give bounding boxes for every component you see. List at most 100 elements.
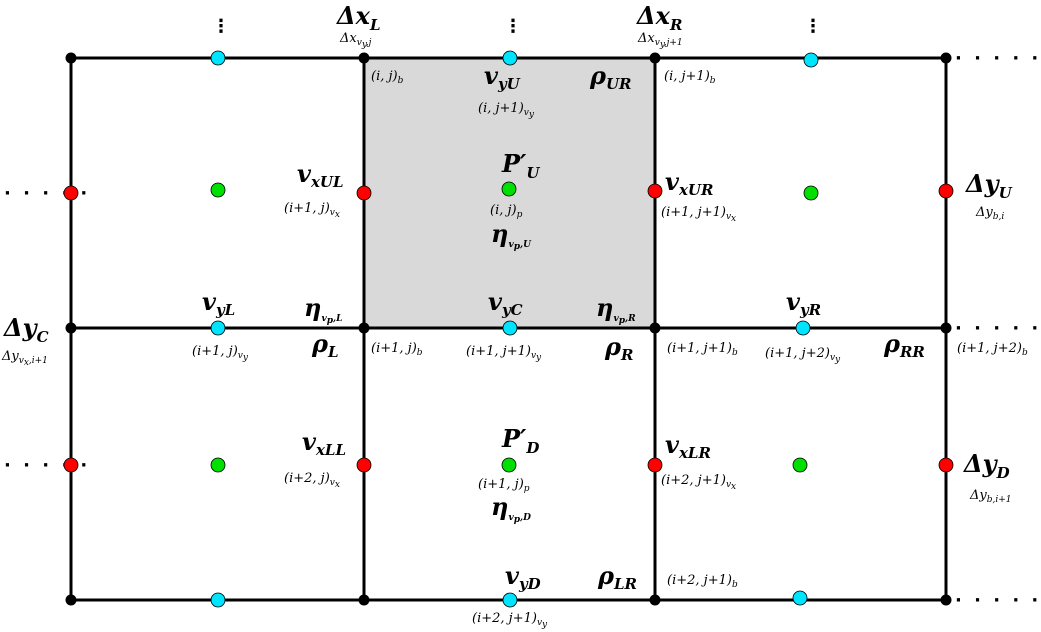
- node-black: [65, 322, 77, 334]
- vxLR-label: vxLR (i+2, j+1)vx: [661, 430, 736, 492]
- node-p: [501, 457, 517, 473]
- node-p: [210, 182, 226, 198]
- svg-text:vxUL: vxUL: [297, 159, 344, 191]
- svg-text:(i, j+1)vy: (i, j+1)vy: [478, 101, 535, 120]
- svg-text:Δyvx,i+1: Δyvx,i+1: [1, 349, 48, 368]
- node-vy: [210, 320, 226, 336]
- node-p: [803, 185, 819, 201]
- node-black: [358, 322, 370, 334]
- dx-R-label: ΔxR Δxvy,j+1: [636, 1, 683, 50]
- node-black: [358, 52, 370, 64]
- vy-nodes: [210, 50, 819, 608]
- svg-text:ΔxL: ΔxL: [336, 1, 380, 34]
- node-black: [65, 52, 77, 64]
- vxUL-label: vxUL (i+1, j)vx: [284, 159, 344, 220]
- rhoL-label: ρL: [311, 329, 339, 361]
- node-black: [649, 52, 661, 64]
- svg-text:ηvp,U: ηvp,U: [491, 219, 532, 252]
- svg-text:ρRR: ρRR: [883, 329, 925, 361]
- svg-text:(i+2, j+1)vx: (i+2, j+1)vx: [661, 473, 736, 492]
- ellipsis-right-middle: · · · · ·: [955, 318, 1041, 339]
- svg-text:(i+1, j+2)vy: (i+1, j+2)vy: [765, 346, 841, 365]
- b-index-i1j1: (i+1, j+1)b: [667, 341, 738, 358]
- svg-text:Δxvy,j+1: Δxvy,j+1: [637, 31, 683, 50]
- node-vx: [647, 183, 663, 199]
- svg-text:vyL: vyL: [202, 287, 235, 319]
- svg-text:vyR: vyR: [786, 287, 821, 319]
- node-black: [649, 322, 661, 334]
- node-vy: [803, 52, 819, 68]
- node-vy: [502, 592, 518, 608]
- svg-text:(i, j)p: (i, j)p: [490, 203, 523, 220]
- svg-text:(i+1, j+1)vy: (i+1, j+1)vy: [466, 344, 542, 363]
- node-vx: [356, 185, 372, 201]
- dy-U-label: ΔyU Δyb,i: [965, 169, 1013, 222]
- etaL-label: ηvp,L: [304, 293, 342, 326]
- svg-text:ΔyC: ΔyC: [3, 313, 49, 346]
- rhoUR-label: ρUR: [589, 61, 632, 93]
- node-black: [649, 594, 661, 606]
- svg-text:vyC: vyC: [488, 287, 523, 319]
- svg-text:(i+2, j)vx: (i+2, j)vx: [284, 471, 340, 490]
- b-index-ij: (i, j)b: [371, 69, 404, 86]
- svg-text:(i, j)b: (i, j)b: [371, 69, 404, 86]
- svg-text:(i+1, j)vy: (i+1, j)vy: [192, 344, 249, 363]
- svg-text:ρR: ρR: [604, 332, 633, 364]
- svg-text:(i+1, j)vx: (i+1, j)vx: [284, 201, 340, 220]
- svg-text:ΔxR: ΔxR: [636, 1, 682, 34]
- node-vx: [356, 457, 372, 473]
- svg-text:ηvp,D: ηvp,D: [491, 492, 531, 525]
- svg-text:ρLR: ρLR: [597, 561, 637, 593]
- node-p: [501, 181, 517, 197]
- rhoR-label: ρR: [604, 332, 633, 364]
- etaR-label: ηvp,R: [596, 293, 636, 326]
- svg-text:vxLR: vxLR: [665, 430, 711, 462]
- svg-text:(i+1, j+1)b: (i+1, j+1)b: [667, 341, 738, 358]
- svg-text:vxUR: vxUR: [665, 167, 713, 199]
- node-black: [65, 594, 77, 606]
- ellipsis-right-top: · · · · ·: [955, 48, 1041, 69]
- vyR-label: vyR (i+1, j+2)vy: [765, 287, 841, 365]
- node-vy: [502, 50, 518, 66]
- PU-label: P′U (i, j)p: [490, 149, 540, 220]
- vyC-label: vyC (i+1, j+1)vy: [466, 287, 542, 363]
- b-index-i1j: (i+1, j)b: [371, 341, 423, 358]
- vyD-label: vyD (i+2, j+1)vy: [472, 561, 548, 630]
- svg-text:Δyb,i+1: Δyb,i+1: [969, 488, 1012, 505]
- svg-text:ηvp,L: ηvp,L: [304, 293, 342, 326]
- pressure-nodes: [210, 181, 819, 473]
- ellipsis-top-middle: ⋮: [504, 16, 522, 37]
- rhoLR-label: ρLR: [597, 561, 637, 593]
- svg-text:(i, j+1)b: (i, j+1)b: [664, 69, 716, 86]
- svg-text:(i+2, j+1)b: (i+2, j+1)b: [667, 573, 738, 590]
- PD-label: P′D (i+1, j)p: [478, 424, 539, 494]
- node-vx: [938, 457, 954, 473]
- svg-text:vxLL: vxLL: [302, 427, 346, 459]
- svg-text:ΔyU: ΔyU: [965, 169, 1013, 202]
- node-black: [940, 322, 952, 334]
- etaU-label: ηvp,U: [491, 219, 532, 252]
- node-vx: [647, 457, 663, 473]
- svg-text:(i+1, j)b: (i+1, j)b: [371, 341, 423, 358]
- svg-text:(i+1, j)p: (i+1, j)p: [478, 477, 530, 494]
- svg-text:vyD: vyD: [505, 561, 541, 593]
- node-vx: [63, 457, 79, 473]
- black-nodes: [65, 52, 952, 606]
- svg-text:P′U: P′U: [501, 149, 540, 182]
- svg-text:vyU: vyU: [484, 61, 521, 93]
- node-black: [940, 594, 952, 606]
- svg-text:ηvp,R: ηvp,R: [596, 293, 636, 326]
- node-vx: [63, 185, 79, 201]
- dy-D-label: ΔyD Δyb,i+1: [963, 449, 1012, 505]
- svg-text:ρUR: ρUR: [589, 61, 632, 93]
- svg-text:Δxvy,j: Δxvy,j: [339, 31, 372, 50]
- vyU-label: vyU (i, j+1)vy: [478, 61, 535, 120]
- svg-text:Δyb,i: Δyb,i: [975, 205, 1004, 222]
- svg-text:P′D: P′D: [501, 424, 539, 457]
- node-p: [210, 457, 226, 473]
- dx-L-label: ΔxL Δxvy,j: [336, 1, 380, 50]
- node-vy: [210, 592, 226, 608]
- vxUR-label: vxUR (i+1, j+1)vx: [661, 167, 736, 224]
- svg-text:ρL: ρL: [311, 329, 339, 361]
- vx-nodes: [63, 183, 954, 473]
